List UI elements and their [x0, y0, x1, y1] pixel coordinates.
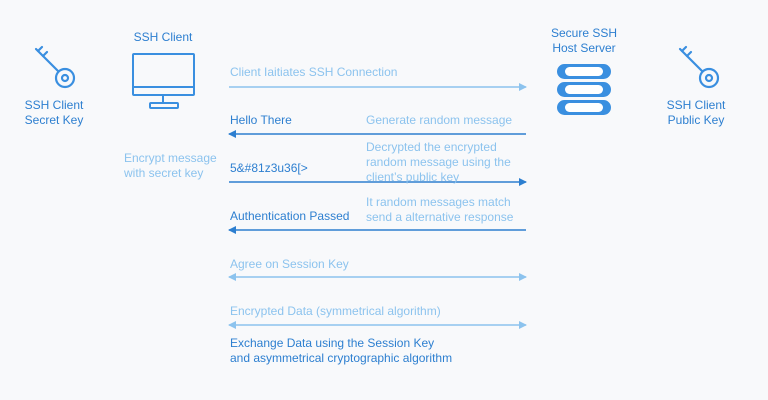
step-encrypted-data-label: Encrypted Data (symmetrical algorithm) — [230, 304, 441, 318]
monitor-icon — [132, 53, 195, 109]
step-hello-label: Hello There — [230, 113, 292, 127]
key-icon — [678, 45, 720, 89]
left-key-label: SSH Client Secret Key — [24, 98, 84, 127]
step-initiate-label: Client Iaitiates SSH Connection — [230, 65, 398, 79]
step-exchange-note: Exchange Data using the Session Key and … — [230, 336, 453, 365]
step-generate-label: Generate random message — [366, 113, 513, 127]
step-session-label: Agree on Session Key — [230, 257, 349, 271]
step-match-note: It random messages match send a alternat… — [366, 195, 514, 224]
encrypt-note: Encrypt message with secret key — [124, 151, 217, 180]
step-decrypt-note: Decrypted the encrypted random message u… — [366, 140, 511, 184]
client-title: SSH Client — [133, 30, 193, 44]
right-key-label: SSH Client Public Key — [666, 98, 726, 127]
database-icon — [557, 64, 611, 115]
key-icon — [34, 45, 76, 89]
step-cipher-label: 5&#81z3u36[> — [230, 161, 308, 175]
step-auth-label: Authentication Passed — [230, 209, 350, 223]
server-title: Secure SSH Host Server — [550, 26, 618, 55]
